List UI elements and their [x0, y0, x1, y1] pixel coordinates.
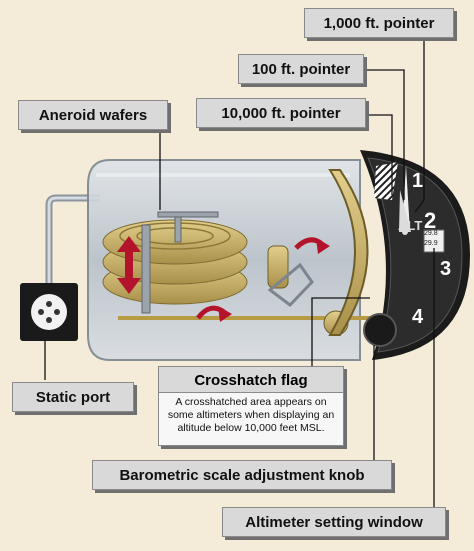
kollsman-value-lower: 29.9 — [424, 240, 438, 247]
thousand-ft-pointer-needle — [399, 190, 411, 232]
static-port — [20, 283, 78, 341]
barometric-knob-label: Barometric scale adjustment knob — [92, 460, 392, 490]
barometric-knob — [363, 313, 397, 347]
crosshatch-flag-description: A crosshatched area appears on some alti… — [167, 396, 335, 434]
expansion-arrow — [117, 236, 141, 294]
crosshatch-flag-title: Crosshatch flag — [159, 367, 343, 393]
dial-numeral-1: 1 — [412, 170, 424, 192]
dial-numeral-4: 4 — [412, 306, 424, 328]
thousand-ft-pointer-label: 1,000 ft. pointer — [304, 8, 454, 38]
dial-alt-text: ALT — [398, 218, 423, 233]
aneroid-wafers — [102, 211, 248, 314]
leader-lines — [44, 27, 435, 520]
dial-numeral-3: 3 — [440, 258, 452, 280]
kollsman-value-upper: 29.8 — [424, 230, 438, 237]
altimeter-dial — [360, 150, 470, 360]
ten-thousand-ft-pointer-label: 10,000 ft. pointer — [196, 98, 366, 128]
static-port-label: Static port — [12, 382, 134, 412]
setting-window-label: Altimeter setting window — [222, 507, 446, 537]
crosshatch-flag-callout: Crosshatch flag A crosshatched area appe… — [158, 366, 344, 446]
sector-gear — [328, 169, 369, 336]
hundred-ft-pointer-label: 100 ft. pointer — [238, 54, 364, 84]
aneroid-wafers-label: Aneroid wafers — [18, 100, 168, 130]
dial-numeral-2: 2 — [424, 208, 437, 233]
